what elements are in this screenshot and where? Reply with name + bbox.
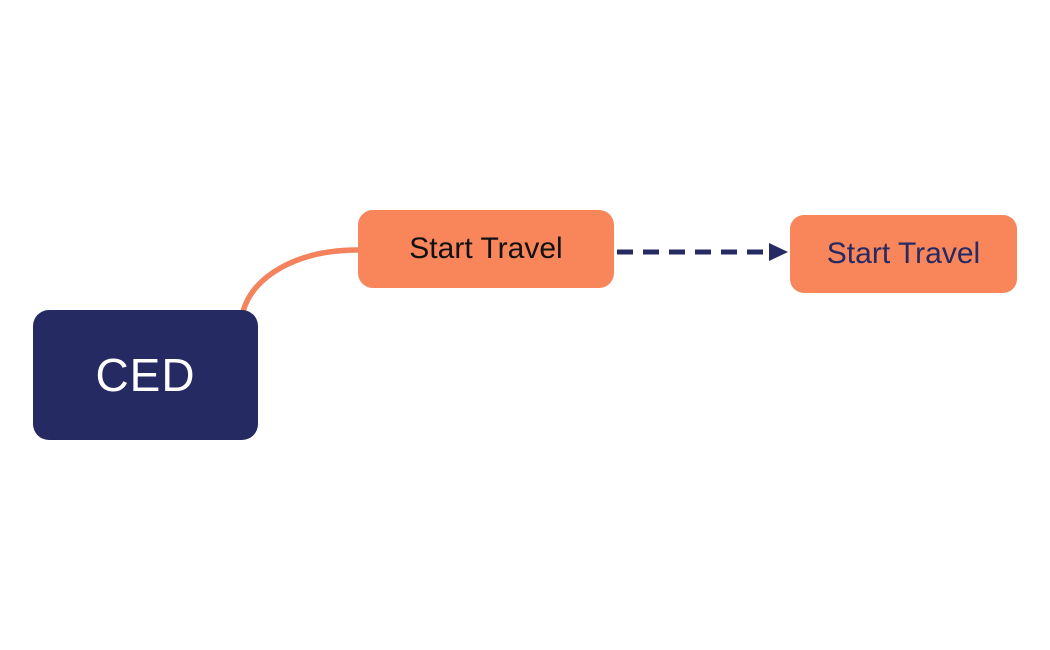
node-start-travel-source[interactable]: Start Travel [358,210,614,288]
connector-solid-curve [240,247,360,315]
node-start-travel-source-label: Start Travel [409,232,563,265]
node-start-travel-target-label: Start Travel [826,237,981,270]
node-start-travel-target[interactable]: Start Travel [790,215,1017,293]
node-ced-label: CED [95,349,196,401]
arrowhead-icon [769,243,788,261]
node-ced[interactable]: CED [33,310,258,440]
